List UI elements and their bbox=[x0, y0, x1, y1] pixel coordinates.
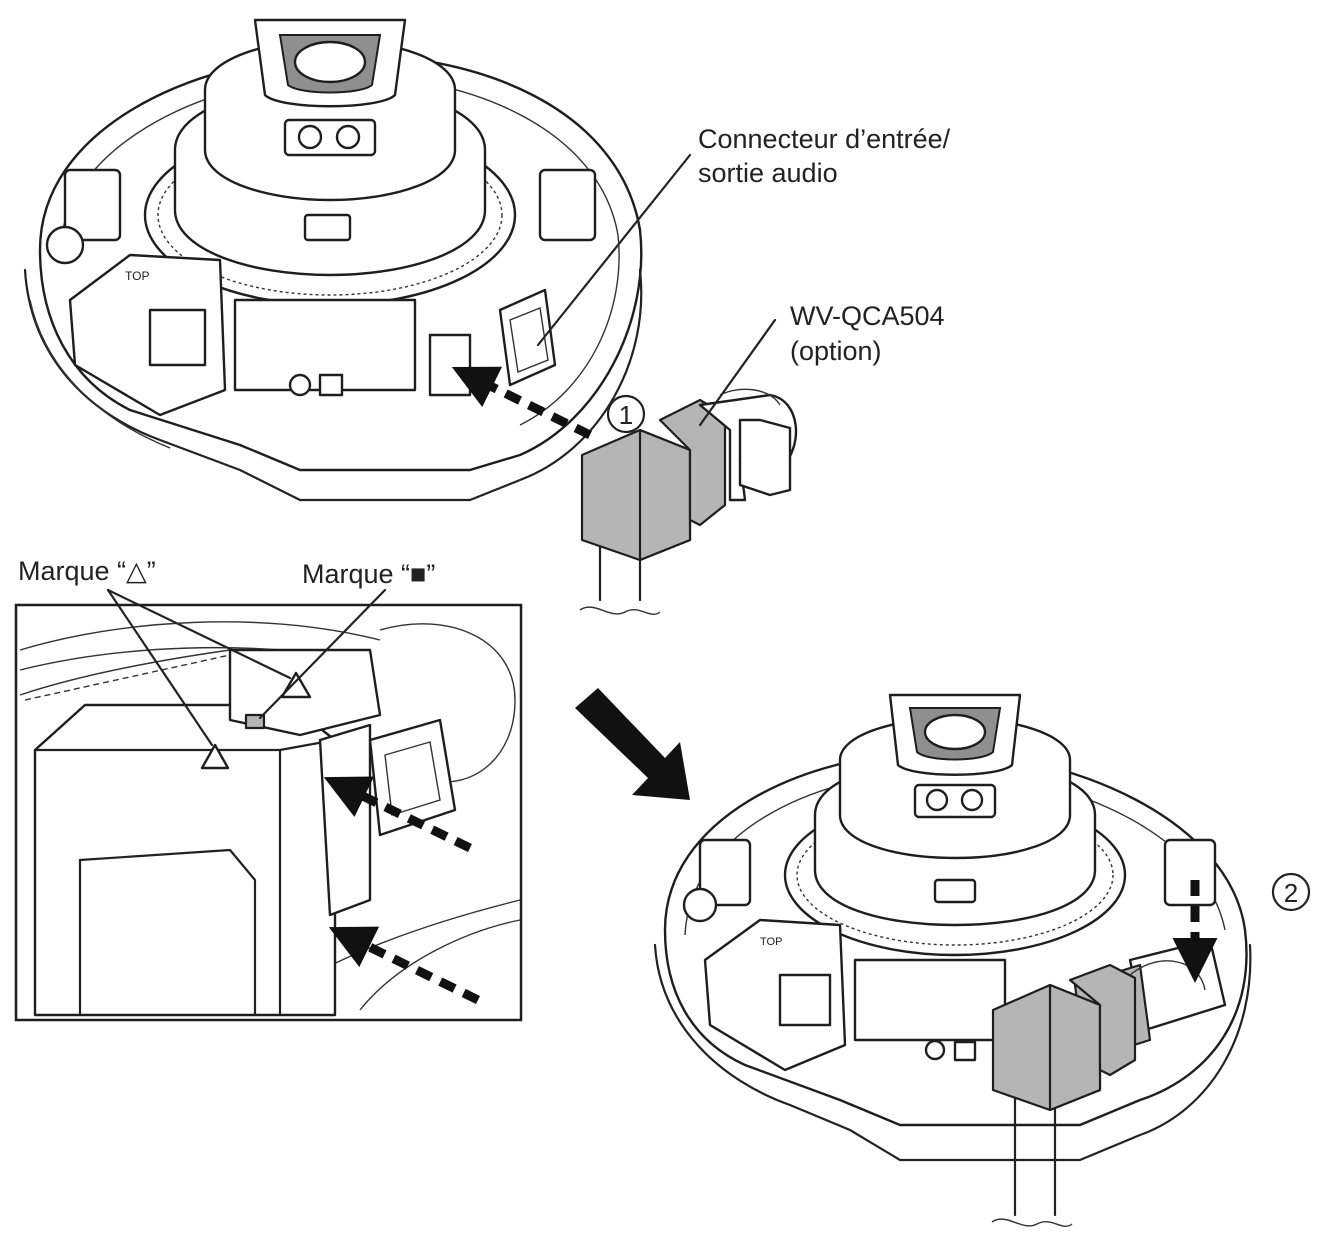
cable-model-label: WV-QCA504 bbox=[790, 301, 945, 331]
audio-connector-leader bbox=[536, 153, 692, 347]
mark-triangle-leader-b bbox=[106, 588, 292, 680]
mark-square-leader bbox=[258, 588, 387, 720]
transition-arrow bbox=[575, 688, 690, 800]
camera-top-illustration: TOP bbox=[23, 18, 643, 502]
cable-option-label: (option) bbox=[790, 336, 882, 366]
step1-number: 1 bbox=[619, 400, 633, 430]
mark-square-label: Marque “■” bbox=[302, 559, 435, 589]
camera-bottom-illustration: TOP bbox=[653, 693, 1252, 1162]
mark-triangle-leader-a bbox=[106, 588, 214, 747]
step1-circle bbox=[606, 394, 646, 434]
cable-model-leader bbox=[698, 318, 777, 427]
audio-connector-label-line1: Connecteur d’entrée/ bbox=[698, 124, 951, 154]
step2-number: 2 bbox=[1284, 878, 1298, 908]
bottom-cable-connector bbox=[991, 963, 1137, 1227]
mark-triangle-label: Marque “△” bbox=[18, 556, 156, 586]
svg-text:TOP: TOP bbox=[125, 269, 149, 283]
step2-circle bbox=[1271, 872, 1311, 912]
detail-inset-illustration bbox=[19, 621, 521, 1017]
insert-arrow-1 bbox=[451, 366, 592, 440]
svg-text:TOP: TOP bbox=[760, 936, 782, 948]
audio-connector-label-line2: sortie audio bbox=[698, 158, 838, 188]
audio-cable-connector bbox=[579, 388, 798, 615]
